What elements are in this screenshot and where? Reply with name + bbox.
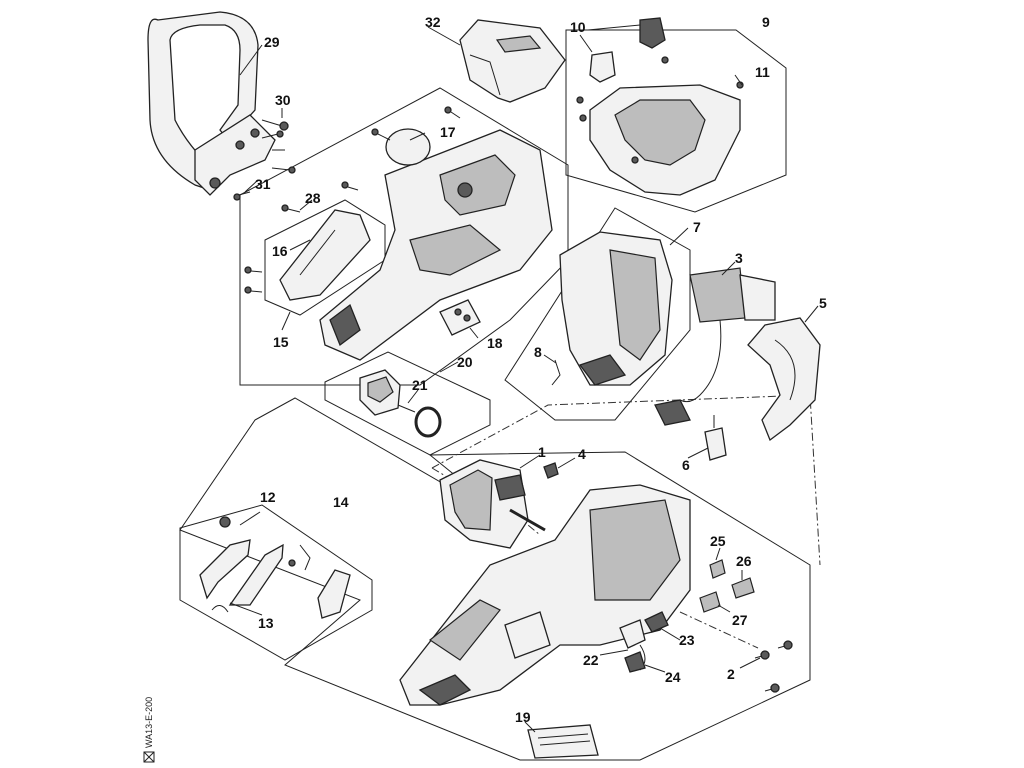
part-top-cover: [459, 19, 566, 103]
callout-26: 26: [736, 553, 752, 569]
callout-5: 5: [819, 295, 827, 311]
part-screws-2: [754, 640, 793, 693]
callout-28: 28: [305, 190, 321, 206]
part-fan-cover: [747, 317, 821, 442]
callout-10: 10: [570, 19, 586, 35]
callout-3: 3: [735, 250, 743, 266]
side-code-block: WA13-E-200: [143, 697, 155, 763]
callout-22: 22: [583, 652, 599, 668]
part-screws-30-31: [233, 119, 296, 201]
part-oil-pump: [619, 611, 669, 673]
callout-16: 16: [272, 243, 288, 259]
assembly-dashline-3: [679, 611, 759, 649]
trigger-group-outline: [179, 504, 373, 661]
callout-27: 27: [732, 612, 748, 628]
callout-6: 6: [682, 457, 690, 473]
callout-19: 19: [515, 709, 531, 725]
callout-7: 7: [693, 219, 701, 235]
part-label-19: [527, 724, 599, 759]
cover-group-outline: [565, 29, 787, 213]
callout-31: 31: [255, 176, 271, 192]
callout-15: 15: [273, 334, 289, 350]
callout-20: 20: [457, 354, 473, 370]
callout-29: 29: [264, 34, 280, 50]
part-screws-25-27: [699, 559, 755, 613]
part-baffle: [551, 231, 673, 386]
callout-23: 23: [679, 632, 695, 648]
part-shroud: [576, 17, 744, 196]
baffle-group-outline: [504, 207, 691, 421]
housing-group-outline: [239, 87, 569, 386]
part-engine: [439, 459, 546, 549]
callout-24: 24: [665, 669, 681, 685]
callout-8: 8: [534, 344, 542, 360]
callout-9: 9: [762, 14, 770, 30]
side-code: WA13-E-200: [144, 697, 154, 748]
part-housing: [319, 128, 553, 361]
callout-21: 21: [412, 377, 428, 393]
part-trigger: [199, 516, 351, 619]
callout-12: 12: [260, 489, 276, 505]
part-filter-cover: [279, 209, 371, 301]
part-handlebar: [147, 11, 276, 196]
part-ignition-module: [654, 267, 776, 426]
part-label-18: [439, 299, 481, 336]
leader-lines: [229, 24, 819, 733]
sprocket-group-outline: [324, 351, 491, 456]
callout-2: 2: [727, 666, 735, 682]
part-clip-4: [543, 462, 559, 479]
callout-13: 13: [258, 615, 274, 631]
callout-17: 17: [440, 124, 456, 140]
callout-32: 32: [425, 14, 441, 30]
part-crankcase: [399, 484, 691, 706]
part-spark-plug-boot: [704, 415, 727, 461]
callout-18: 18: [487, 335, 503, 351]
callout-4: 4: [578, 446, 586, 462]
part-sprocket: [359, 369, 442, 438]
callout-30: 30: [275, 92, 291, 108]
callout-labels: 29 30 31 32 10 9 11 17 28 16 15 18 7 3 5…: [255, 14, 827, 725]
callout-11: 11: [755, 64, 770, 80]
part-housing-screws: [244, 106, 461, 294]
side-code-box-icon: [143, 751, 155, 763]
callout-14: 14: [333, 494, 349, 510]
callout-25: 25: [710, 533, 726, 549]
callout-1: 1: [538, 444, 546, 460]
